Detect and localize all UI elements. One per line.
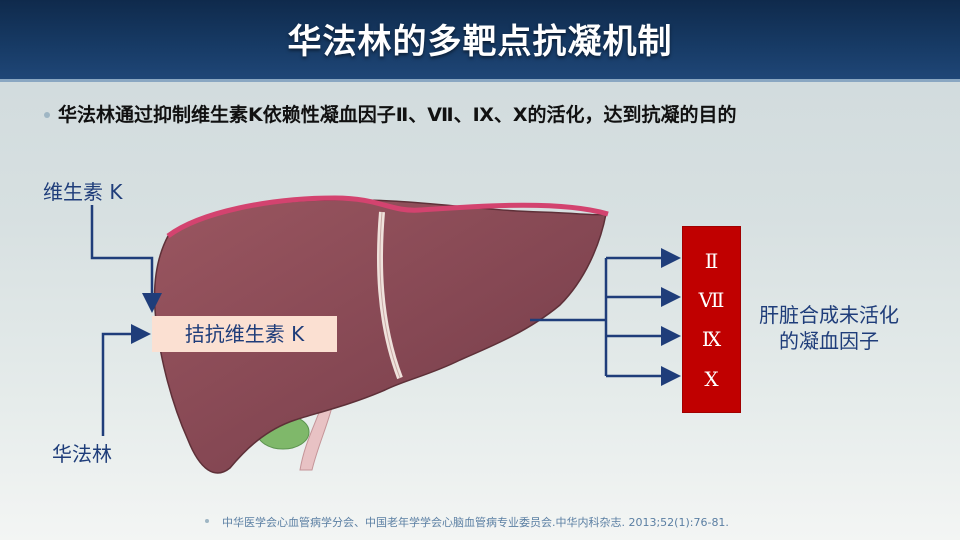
result-text: 肝脏合成未活化 的凝血因子 [744, 302, 914, 354]
vitamin-k-arrow [90, 205, 162, 313]
factor-vii: Ⅶ [698, 288, 725, 312]
result-line-1: 肝脏合成未活化 [759, 303, 899, 327]
factor-ix: Ⅸ [701, 327, 722, 351]
slide-title: 华法林的多靶点抗凝机制 [287, 22, 673, 62]
citation-bullet-icon [205, 519, 209, 523]
factor-ii: Ⅱ [704, 249, 719, 273]
liver-top-membrane [166, 195, 609, 239]
warfarin-label: 华法林 [52, 442, 112, 466]
antagonist-box: 拮抗维生素 K [152, 316, 337, 352]
bullet-icon [44, 112, 50, 118]
factor-x: Ⅹ [704, 367, 719, 391]
result-line-2: 的凝血因子 [779, 329, 879, 353]
title-bar: 华法林的多靶点抗凝机制 [0, 0, 960, 82]
coagulation-factor-box: Ⅱ Ⅶ Ⅸ Ⅹ [682, 226, 741, 413]
slide-subtitle: 华法林通过抑制维生素K依赖性凝血因子Ⅱ、Ⅶ、Ⅸ、Ⅹ的活化，达到抗凝的目的 [58, 104, 737, 126]
warfarin-arrow [101, 324, 151, 436]
vitamin-k-label: 维生素 K [43, 180, 123, 204]
liver-shape [153, 199, 607, 474]
citation-text: 中华医学会心血管病学分会、中国老年学学会心脑血管病专业委员会.中华内科杂志. 2… [222, 516, 729, 529]
